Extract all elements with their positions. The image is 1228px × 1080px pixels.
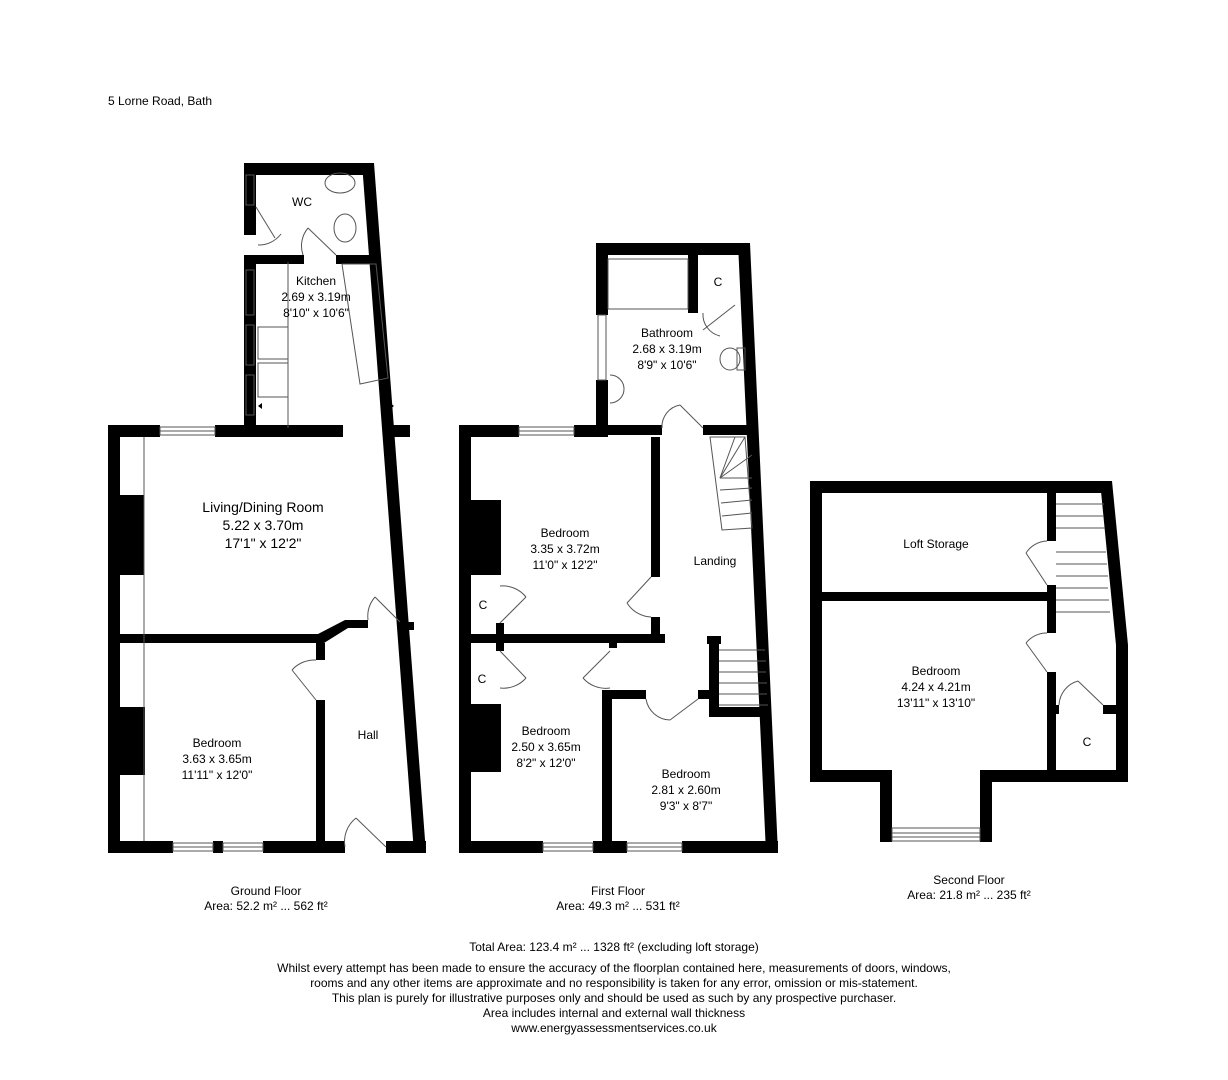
room-name: Bedroom xyxy=(540,526,590,540)
room-label-hall: Hall xyxy=(358,727,379,743)
room-label-cupboard-1: C xyxy=(479,597,488,613)
first-floor-caption: First Floor Area: 49.3 m² ... 531 ft² xyxy=(556,884,679,914)
room-size-metric: 2.50 x 3.65m xyxy=(511,740,581,754)
room-size-metric: 2.81 x 2.60m xyxy=(651,783,721,797)
room-size-imperial: 11'11" x 12'0" xyxy=(181,768,253,782)
room-size-metric: 3.63 x 3.65m xyxy=(182,752,252,766)
total-area: Total Area: 123.4 m² ... 1328 ft² (exclu… xyxy=(469,940,759,954)
room-label-first-bedroom-3: Bedroom 2.81 x 2.60m 9'3" x 8'7" xyxy=(651,766,720,814)
disclaimer-line: Whilst every attempt has been made to en… xyxy=(277,961,951,975)
room-size-imperial: 8'2" x 12'0" xyxy=(516,756,576,770)
footer: Total Area: 123.4 m² ... 1328 ft² (exclu… xyxy=(0,940,1228,1036)
disclaimer-line: This plan is purely for illustrative pur… xyxy=(331,991,897,1005)
floor-name: First Floor xyxy=(590,884,645,898)
room-label-landing: Landing xyxy=(694,553,737,569)
floor-area: Area: 52.2 m² ... 562 ft² xyxy=(204,899,328,913)
second-floor-fixtures xyxy=(891,503,1110,842)
room-label-living-dining: Living/Dining Room 5.22 x 3.70m 17'1" x … xyxy=(202,498,323,552)
room-size-imperial: 17'1" x 12'2" xyxy=(224,535,302,551)
property-title: 5 Lorne Road, Bath xyxy=(108,94,213,108)
disclaimer-line: Area includes internal and external wall… xyxy=(482,1006,746,1020)
room-label-wc: WC xyxy=(292,194,312,210)
room-size-imperial: 13'11" x 13'10" xyxy=(896,696,976,710)
room-size-metric: 5.22 x 3.70m xyxy=(222,517,304,533)
room-size-imperial: 8'9" x 10'6" xyxy=(637,358,697,372)
room-size-metric: 2.68 x 3.19m xyxy=(632,342,702,356)
ground-floor-caption: Ground Floor Area: 52.2 m² ... 562 ft² xyxy=(204,884,327,914)
room-label-second-cupboard: C xyxy=(1083,734,1092,750)
floor-area: Area: 49.3 m² ... 531 ft² xyxy=(556,899,680,913)
room-name: WC xyxy=(292,195,312,209)
floor-name: Ground Floor xyxy=(230,884,302,898)
room-label-loft-storage: Loft Storage xyxy=(903,536,968,552)
room-name: Bedroom xyxy=(192,736,242,750)
room-name: Landing xyxy=(693,554,737,568)
room-name: C xyxy=(477,672,487,686)
room-name: C xyxy=(713,275,723,289)
room-name: C xyxy=(1082,735,1092,749)
website-link[interactable]: www.energyassessmentservices.co.uk xyxy=(511,1021,717,1035)
room-name: Kitchen xyxy=(295,274,337,288)
room-label-bathroom: Bathroom 2.68 x 3.19m 8'9" x 10'6" xyxy=(632,325,701,373)
room-label-kitchen: Kitchen 2.69 x 3.19m 8'10" x 10'6" xyxy=(281,273,350,321)
room-name: Bedroom xyxy=(661,767,711,781)
room-size-metric: 2.69 x 3.19m xyxy=(281,290,351,304)
second-floor-caption: Second Floor Area: 21.8 m² ... 235 ft² xyxy=(907,873,1030,903)
first-floor-fixtures xyxy=(499,258,768,852)
disclaimer-line: rooms and any other items are approximat… xyxy=(310,976,918,990)
room-label-bath-cupboard: C xyxy=(714,274,723,290)
room-name: Bedroom xyxy=(521,724,571,738)
ground-floor-fixtures xyxy=(143,172,401,852)
room-label-first-bedroom-1: Bedroom 3.35 x 3.72m 11'0" x 12'2" xyxy=(530,525,599,573)
ground-floor-glyphs xyxy=(258,258,394,432)
room-label-first-bedroom-2: Bedroom 2.50 x 3.65m 8'2" x 12'0" xyxy=(511,723,580,771)
room-name: Loft Storage xyxy=(903,537,969,551)
floor-area: Area: 21.8 m² ... 235 ft² xyxy=(907,888,1031,902)
room-name: Bedroom xyxy=(911,664,961,678)
room-size-metric: 3.35 x 3.72m xyxy=(530,542,600,556)
room-label-ground-bedroom: Bedroom 3.63 x 3.65m 11'11" x 12'0" xyxy=(182,735,253,783)
second-floor-plan xyxy=(810,481,1128,842)
room-size-imperial: 8'10" x 10'6" xyxy=(283,306,349,320)
room-name: C xyxy=(478,598,488,612)
floor-name: Second Floor xyxy=(933,873,1005,887)
room-size-metric: 4.24 x 4.21m xyxy=(901,680,971,694)
ground-floor-plan xyxy=(108,163,426,853)
room-name: Living/Dining Room xyxy=(202,499,324,515)
first-floor-plan xyxy=(459,243,778,853)
room-label-cupboard-2: C xyxy=(478,671,487,687)
room-name: Hall xyxy=(357,728,379,742)
room-name: Bathroom xyxy=(640,326,694,340)
room-size-imperial: 9'3" x 8'7" xyxy=(659,799,713,813)
room-size-imperial: 11'0" x 12'2" xyxy=(532,558,598,572)
room-label-second-bedroom: Bedroom 4.24 x 4.21m 13'11" x 13'10" xyxy=(897,663,975,711)
